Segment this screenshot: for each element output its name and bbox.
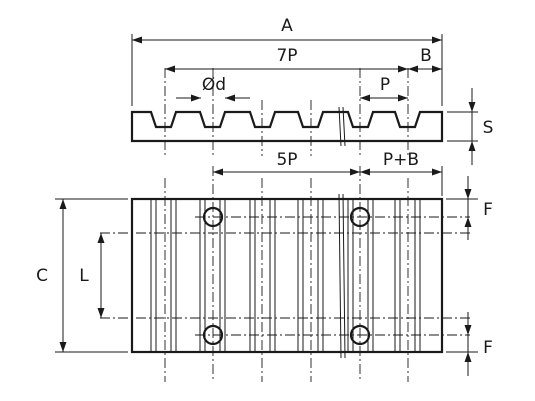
label-b: B xyxy=(420,46,432,66)
label-f-bottom: F xyxy=(483,338,493,358)
groove-lines xyxy=(150,199,421,352)
label-7p: 7P xyxy=(276,46,297,66)
dimension-od: Ød xyxy=(176,75,250,102)
label-p-plus-b: P+B xyxy=(383,150,419,170)
side-view-centerlines xyxy=(164,68,409,156)
label-s: S xyxy=(483,118,494,138)
dimension-s: S xyxy=(468,88,494,165)
dimension-5p: 5P xyxy=(213,150,360,176)
plate-outline xyxy=(130,197,444,354)
mounting-hole-bottom-right xyxy=(349,324,371,346)
side-view xyxy=(130,106,444,147)
dimension-f-bottom: F xyxy=(446,312,493,376)
dimension-p: P xyxy=(360,75,408,102)
dimension-c: C xyxy=(36,199,67,352)
plan-view-centerlines xyxy=(100,166,470,382)
dimension-l: L xyxy=(79,233,105,318)
label-c: C xyxy=(36,266,48,286)
plan-view xyxy=(130,193,444,359)
left-extension-lines xyxy=(55,198,128,353)
dimension-a: A xyxy=(132,16,442,44)
dimension-f-top: F xyxy=(446,176,493,240)
toothed-profile xyxy=(130,110,444,143)
dimension-b: B xyxy=(408,46,442,73)
profile-break-line xyxy=(338,106,346,147)
label-5p: 5P xyxy=(276,150,297,170)
plan-break-line xyxy=(338,193,346,359)
dimension-p-plus-b: P+B xyxy=(360,150,443,196)
label-od: Ød xyxy=(202,75,226,95)
label-l: L xyxy=(79,266,89,286)
label-f-top: F xyxy=(483,200,493,220)
label-p: P xyxy=(380,75,390,95)
label-a: A xyxy=(281,16,293,36)
dimension-7p: 7P xyxy=(165,46,408,73)
